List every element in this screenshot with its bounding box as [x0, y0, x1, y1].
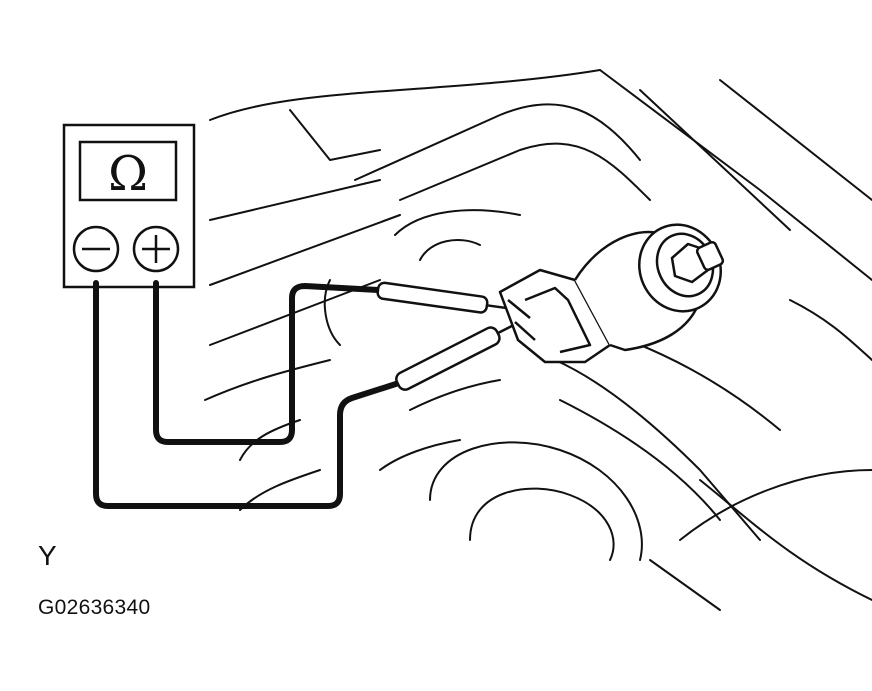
ohmmeter-display	[78, 140, 178, 202]
ohm-symbol: Ω	[108, 146, 148, 202]
injector-tip	[695, 240, 725, 272]
ohmmeter	[62, 123, 196, 289]
view-label: Y	[38, 540, 57, 571]
injector-assembly	[498, 223, 725, 364]
positive-probe	[376, 281, 515, 314]
probes	[376, 281, 526, 391]
negative-probe	[395, 318, 526, 391]
test-leads	[93, 280, 405, 509]
connector-latch	[524, 286, 592, 354]
engine-background-outlines	[204, 69, 872, 611]
negative-lead-wire	[93, 280, 405, 509]
connector-terminals	[507, 299, 536, 341]
positive-lead-wire	[153, 280, 381, 445]
figure-id: G02636340	[38, 596, 151, 619]
